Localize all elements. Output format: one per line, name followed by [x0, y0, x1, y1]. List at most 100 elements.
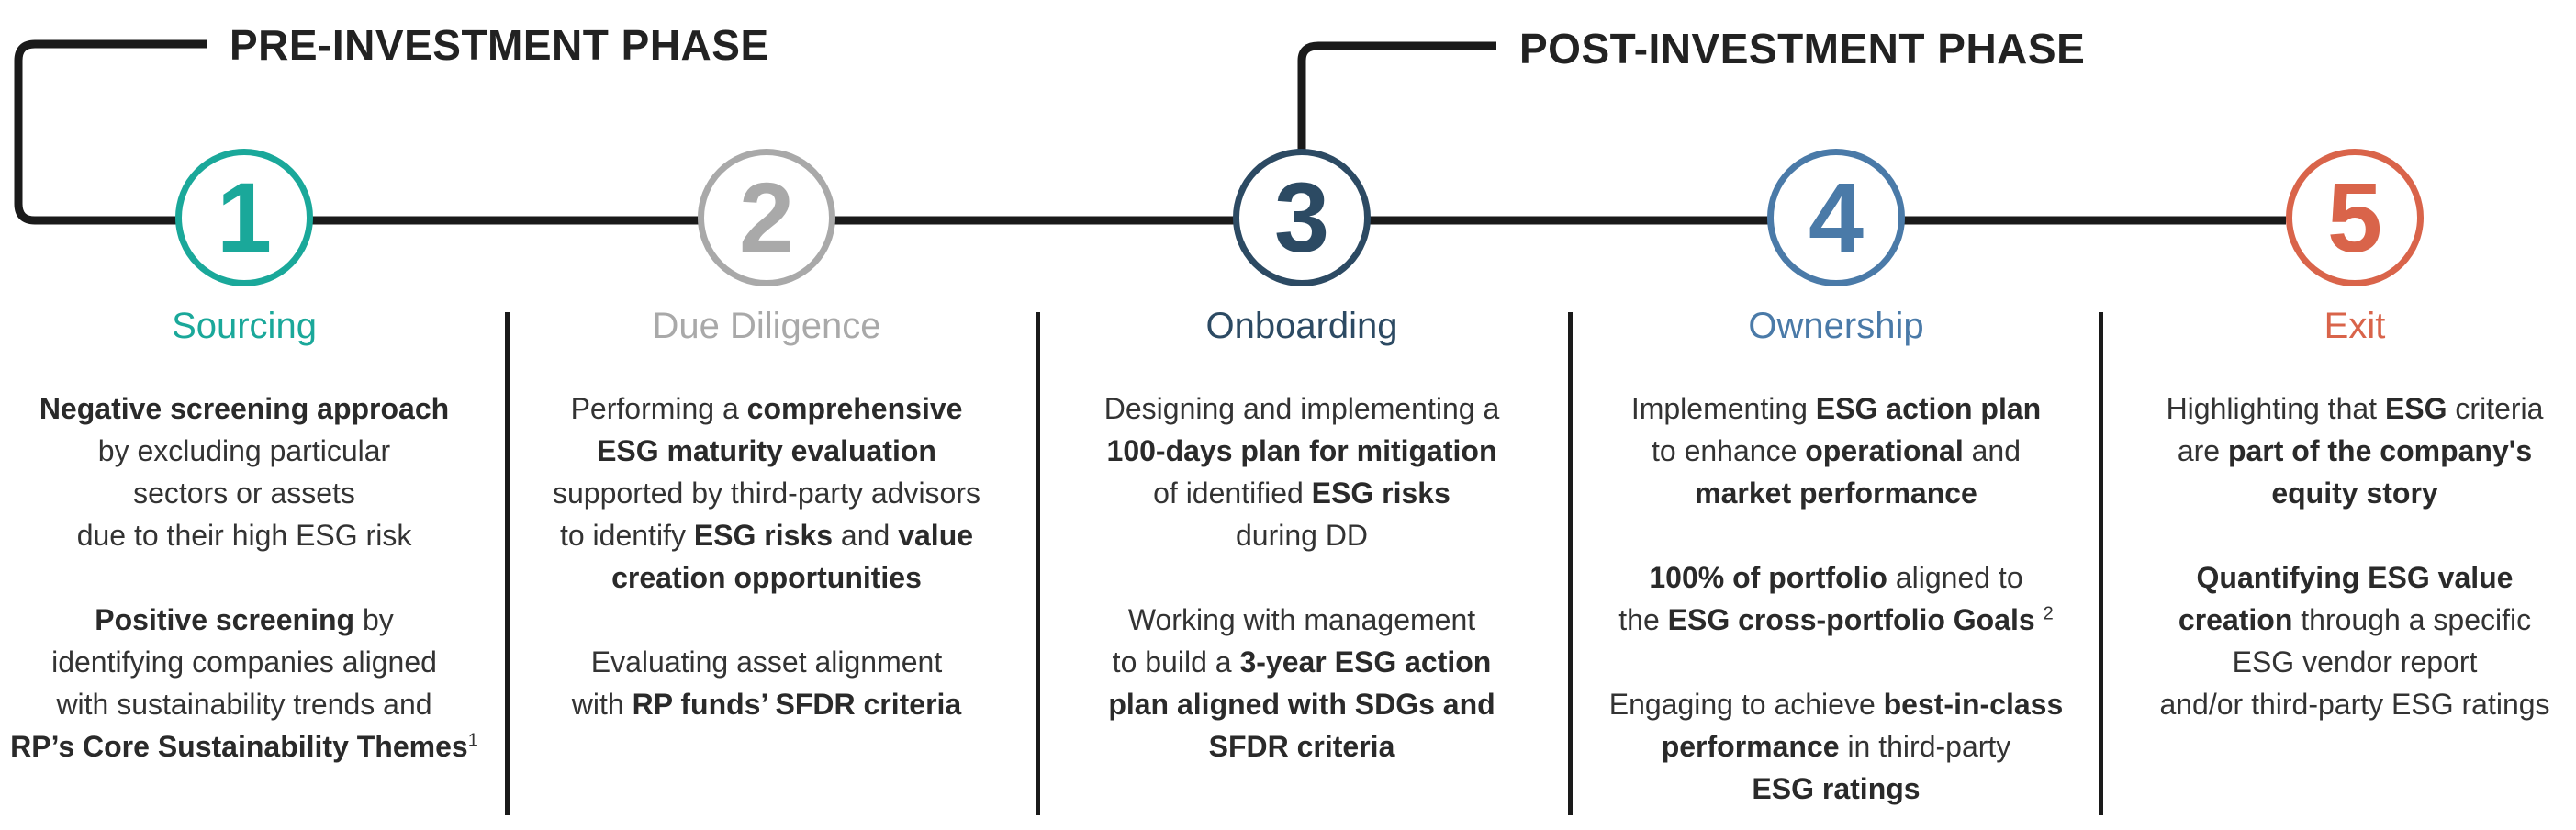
description-line: performance in third-party — [1588, 725, 2084, 768]
text: with — [571, 688, 633, 721]
bold-text: comprehensive — [746, 392, 963, 425]
text: of identified — [1153, 477, 1312, 510]
post-investment-phase-title: POST-INVESTMENT PHASE — [1519, 25, 2086, 73]
pre-investment-bracket — [14, 39, 2286, 225]
description-line: Quantifying ESG value — [2107, 556, 2576, 599]
text: Working with management — [1127, 603, 1476, 636]
text: sectors or assets — [133, 477, 355, 510]
description-paragraph: Working with management to build a 3-year… — [1054, 599, 1550, 768]
text: due to their high ESG risk — [76, 519, 412, 552]
text: Highlighting that — [2166, 392, 2385, 425]
text: identifying companies aligned — [51, 645, 437, 679]
stage-divider — [505, 312, 510, 815]
stage-description-sourcing: Negative screening approach by excluding … — [0, 387, 492, 768]
text: aligned to — [1887, 561, 2023, 594]
description-line: creation through a specific — [2107, 599, 2576, 641]
description-line: due to their high ESG risk — [0, 514, 492, 556]
text: with sustainability trends and — [56, 688, 432, 721]
post-investment-bracket — [1297, 41, 1496, 220]
text: are — [2177, 434, 2228, 467]
description-line: supported by third-party advisors — [519, 472, 1014, 514]
text: to identify — [559, 519, 694, 552]
stage-number-5: 5 — [2286, 149, 2424, 286]
text — [2035, 603, 2044, 636]
description-line: Evaluating asset alignment — [519, 641, 1014, 683]
description-line: RP’s Core Sustainability Themes1 — [0, 725, 492, 768]
description-line: to build a 3-year ESG action — [1054, 641, 1550, 683]
bold-text: best-in-class — [1883, 688, 2064, 721]
bold-text: value — [898, 519, 974, 552]
description-line: equity story — [2107, 472, 2576, 514]
bold-text: SFDR criteria — [1208, 730, 1395, 763]
bold-text: Positive screening — [95, 603, 355, 636]
bold-text: equity story — [2271, 477, 2438, 510]
text: Performing a — [570, 392, 747, 425]
description-line: SFDR criteria — [1054, 725, 1550, 768]
bold-text: ESG cross-portfolio Goals — [1667, 603, 2035, 636]
footnote-marker: 1 — [467, 730, 478, 751]
stage-divider — [1568, 312, 1573, 815]
description-line: identifying companies aligned — [0, 641, 492, 683]
description-line: Negative screening approach — [0, 387, 492, 430]
description-paragraph: Engaging to achieve best-in-class perform… — [1588, 683, 2084, 810]
bold-text: creation — [2178, 603, 2293, 636]
bold-text: Quantifying ESG value — [2196, 561, 2514, 594]
description-line: ESG maturity evaluation — [519, 430, 1014, 472]
description-line: of identified ESG risks — [1054, 472, 1550, 514]
text: and — [1963, 434, 2021, 467]
stage-title-ownership: Ownership — [1748, 306, 1924, 346]
description-line: plan aligned with SDGs and — [1054, 683, 1550, 725]
bold-text: ESG action plan — [1815, 392, 2042, 425]
text: Engaging to achieve — [1608, 688, 1884, 721]
description-line: Highlighting that ESG criteria — [2107, 387, 2576, 430]
bold-text: operational — [1805, 434, 1964, 467]
bold-text: 3-year ESG action — [1239, 645, 1492, 679]
stage-title-sourcing: Sourcing — [172, 306, 317, 346]
stage-number-1: 1 — [175, 149, 313, 286]
bold-text: Negative screening approach — [39, 392, 450, 425]
bold-text: RP funds’ SFDR criteria — [632, 688, 962, 721]
text: Evaluating asset alignment — [590, 645, 943, 679]
description-line: creation opportunities — [519, 556, 1014, 599]
text: supported by third-party advisors — [553, 477, 980, 510]
bold-text: plan aligned with SDGs and — [1108, 688, 1495, 721]
text: Designing and implementing a — [1103, 392, 1500, 425]
description-paragraph: Quantifying ESG value creation through a … — [2107, 556, 2576, 725]
description-line: by excluding particular — [0, 430, 492, 472]
description-line: market performance — [1588, 472, 2084, 514]
stage-title-due-diligence: Due Diligence — [652, 306, 881, 346]
text: by excluding particular — [97, 434, 391, 467]
footnote-marker: 2 — [2043, 603, 2054, 624]
bold-text: performance — [1661, 730, 1840, 763]
bold-text: part of the company's — [2227, 434, 2533, 467]
description-line: 100% of portfolio aligned to — [1588, 556, 2084, 599]
text: and — [833, 519, 899, 552]
bold-text: RP’s Core Sustainability Themes — [10, 730, 468, 763]
text: through a specific — [2292, 603, 2532, 636]
bold-text: ESG ratings — [1752, 772, 1921, 805]
text: during DD — [1235, 519, 1369, 552]
description-line: with sustainability trends and — [0, 683, 492, 725]
description-line: sectors or assets — [0, 472, 492, 514]
stage-divider — [2099, 312, 2103, 815]
text: to build a — [1112, 645, 1240, 679]
stage-title-onboarding: Onboarding — [1205, 306, 1398, 346]
description-line: to identify ESG risks and value — [519, 514, 1014, 556]
description-line: with RP funds’ SFDR criteria — [519, 683, 1014, 725]
description-line: ESG ratings — [1588, 768, 2084, 810]
bold-text: ESG risks — [693, 519, 834, 552]
description-line: ESG vendor report — [2107, 641, 2576, 683]
description-line: Implementing ESG action plan — [1588, 387, 2084, 430]
description-line: Designing and implementing a — [1054, 387, 1550, 430]
description-paragraph: Highlighting that ESG criteria are part o… — [2107, 387, 2576, 514]
stage-description-exit: Highlighting that ESG criteria are part o… — [2107, 387, 2576, 725]
stage-divider — [1036, 312, 1040, 815]
text: and/or third-party ESG ratings — [2159, 688, 2550, 721]
text: ESG vendor report — [2232, 645, 2478, 679]
pre-investment-phase-title: PRE-INVESTMENT PHASE — [230, 21, 769, 69]
